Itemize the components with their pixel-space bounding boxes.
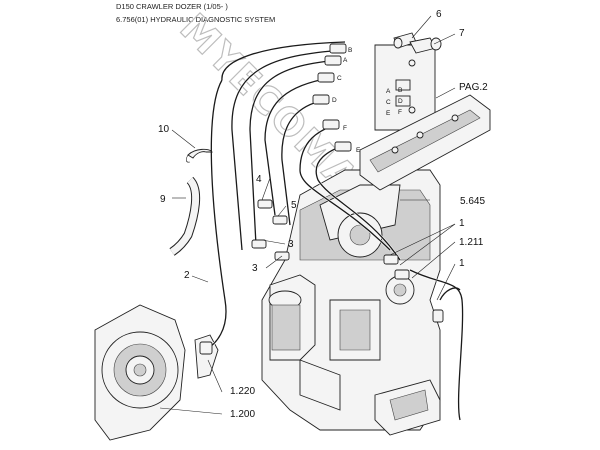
drawing-title: D150 CRAWLER DOZER (1/05- ) — [116, 2, 228, 11]
callout-3-upper: 3 — [288, 239, 294, 250]
leader-lines — [159, 15, 456, 415]
callout-labels: 6 7 PAG.2 10 9 4 5 3 3 5.645 1 1.211 1 2… — [158, 9, 488, 420]
callout-1-upper: 1 — [459, 218, 465, 229]
plate-tag-d: D — [398, 98, 403, 105]
hose-fittings — [199, 43, 444, 355]
callout-5645: 5.645 — [460, 196, 485, 207]
callout-2: 2 — [184, 270, 190, 281]
hose-tag-f: F — [343, 125, 347, 132]
callout-6: 6 — [436, 9, 442, 20]
callout-1200: 1.200 — [230, 409, 255, 420]
hose-tag-c: C — [337, 75, 342, 82]
hose-tag-a: A — [343, 57, 348, 64]
hose-tag-e: E — [356, 147, 361, 154]
hose-letter-tags: B A C D F E A B C D E F — [332, 47, 403, 154]
callout-5: 5 — [291, 200, 297, 211]
clip-10 — [185, 148, 213, 163]
callout-1211: 1.211 — [459, 237, 484, 248]
hose-tag-b: B — [348, 47, 352, 54]
callout-4: 4 — [256, 174, 262, 185]
hose-9 — [169, 176, 201, 256]
plate-tag-f: F — [398, 109, 402, 116]
callout-1-lower: 1 — [459, 258, 465, 269]
callout-7: 7 — [459, 28, 465, 39]
final-drive-assembly — [94, 304, 219, 441]
hose-bundle — [204, 41, 464, 421]
callout-3-lower: 3 — [252, 263, 258, 274]
callout-pag2: PAG.2 — [459, 82, 488, 93]
plate-tag-e: E — [386, 110, 391, 117]
hose-tag-d: D — [332, 97, 337, 104]
plate-tag-c: C — [386, 99, 391, 106]
quick-coupler-7 — [409, 37, 442, 54]
plate-tag-a: A — [386, 88, 391, 95]
plate-tag-b: B — [398, 87, 402, 94]
drawing-subtitle: 6.756(01) HYDRAULIC DIAGNOSTIC SYSTEM — [116, 15, 276, 24]
callout-1220: 1.220 — [230, 386, 255, 397]
diagnostic-plate — [359, 44, 491, 191]
callout-10: 10 — [158, 124, 170, 135]
callout-9: 9 — [160, 194, 166, 205]
engine-housing — [261, 169, 441, 436]
